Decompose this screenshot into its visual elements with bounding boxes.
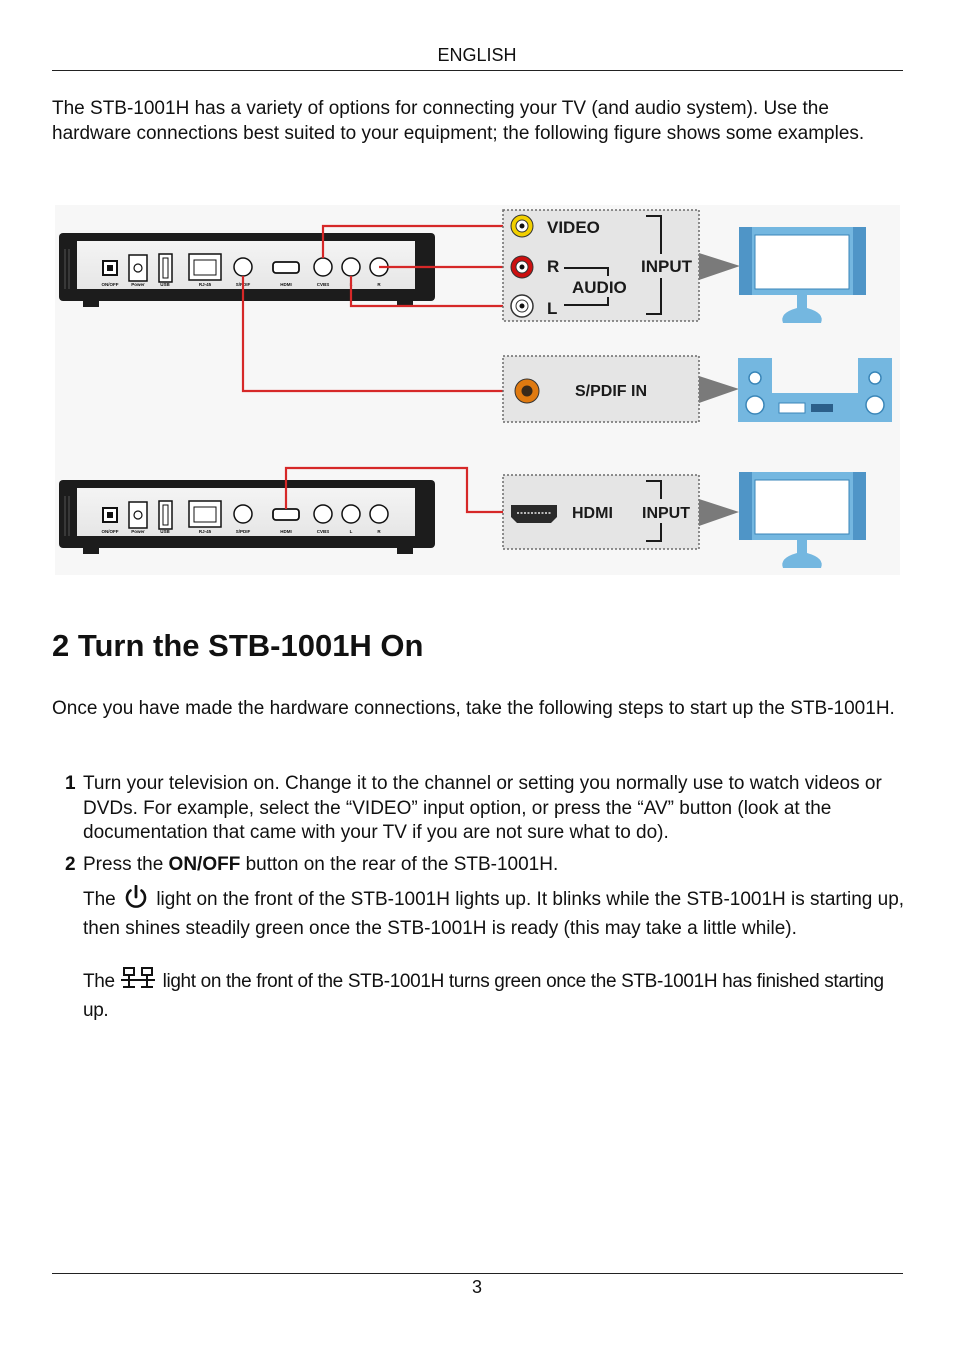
label-video: VIDEO (547, 218, 600, 237)
step-text-post: button on the rear of the STB-1001H. (240, 854, 559, 875)
port-label: HDMI (280, 282, 292, 287)
tv-icon (739, 227, 866, 323)
step-1: 1 Turn your television on. Change it to … (52, 772, 912, 846)
note-the: The (83, 889, 116, 910)
port-label: Power (131, 282, 145, 287)
power-icon (121, 884, 151, 917)
page-number: 3 (471, 1277, 482, 1297)
footer-rule (52, 1273, 903, 1274)
label-hdmi-input: INPUT (642, 505, 690, 522)
header-language: ENGLISH (437, 45, 517, 65)
tv-icon (739, 472, 866, 568)
label-hdmi: HDMI (572, 505, 613, 522)
section-intro: Once you have made the hardware connecti… (52, 698, 895, 719)
network-light-text: light on the front of the STB-1001H turn… (83, 971, 884, 1021)
step-text: Turn your television on. Change it to th… (83, 773, 882, 843)
port-label: L (350, 529, 353, 534)
label-audio: AUDIO (572, 278, 627, 297)
step-number: 1 (65, 773, 76, 794)
port-label: USB (160, 529, 170, 534)
av-input-panel: VIDEO R AUDIO L INPUT (502, 209, 700, 322)
connection-diagram: ON/OFF Power USB RJ-45 S/PDIF HDMI CVBS … (55, 205, 900, 575)
cables (241, 224, 511, 514)
spdif-input-panel: S/PDIF IN (502, 355, 700, 423)
arrows (699, 253, 740, 526)
step-text-pre: Press the (83, 854, 169, 875)
label-r: R (547, 257, 559, 276)
label-spdif-in: S/PDIF IN (575, 383, 647, 400)
port-label: USB (160, 282, 170, 287)
device-rear-panel-bottom: ON/OFF Power USB RJ-45 S/PDIF HDMI CVBS … (59, 480, 435, 554)
section-title: 2 Turn the STB-1001H On (52, 628, 424, 663)
port-label: R (377, 529, 381, 534)
port-label: HDMI (280, 529, 292, 534)
port-label: RJ-45 (199, 282, 212, 287)
audio-system-icon (738, 358, 892, 422)
port-label: CVBS (317, 282, 330, 287)
power-light-note: The light on the front of the STB-1001H … (83, 884, 908, 941)
port-label: CVBS (317, 529, 330, 534)
label-input: INPUT (641, 257, 693, 276)
port-label: S/PDIF (236, 529, 251, 534)
port-label: Power (131, 529, 145, 534)
port-label: RJ-45 (199, 529, 212, 534)
intro-paragraph: The STB-1001H has a variety of options f… (52, 98, 865, 144)
on-off-label: ON/OFF (168, 854, 241, 875)
step-number: 2 (65, 854, 76, 875)
device-rear-panel-top: ON/OFF Power USB RJ-45 S/PDIF HDMI CVBS … (59, 233, 435, 307)
port-label: ON/OFF (102, 282, 119, 287)
port-label: ON/OFF (102, 529, 119, 534)
step-2: 2 Press the ON/OFF button on the rear of… (52, 853, 912, 878)
hdmi-input-panel: HDMI INPUT (502, 474, 700, 550)
header-rule (52, 70, 903, 71)
label-l: L (547, 299, 557, 318)
note-the: The (83, 971, 115, 992)
network-icon (120, 967, 158, 999)
power-light-text: light on the front of the STB-1001H ligh… (83, 889, 905, 939)
network-light-note: The light on the front of the STB-1001H … (83, 967, 908, 1023)
port-label: R (377, 282, 381, 287)
